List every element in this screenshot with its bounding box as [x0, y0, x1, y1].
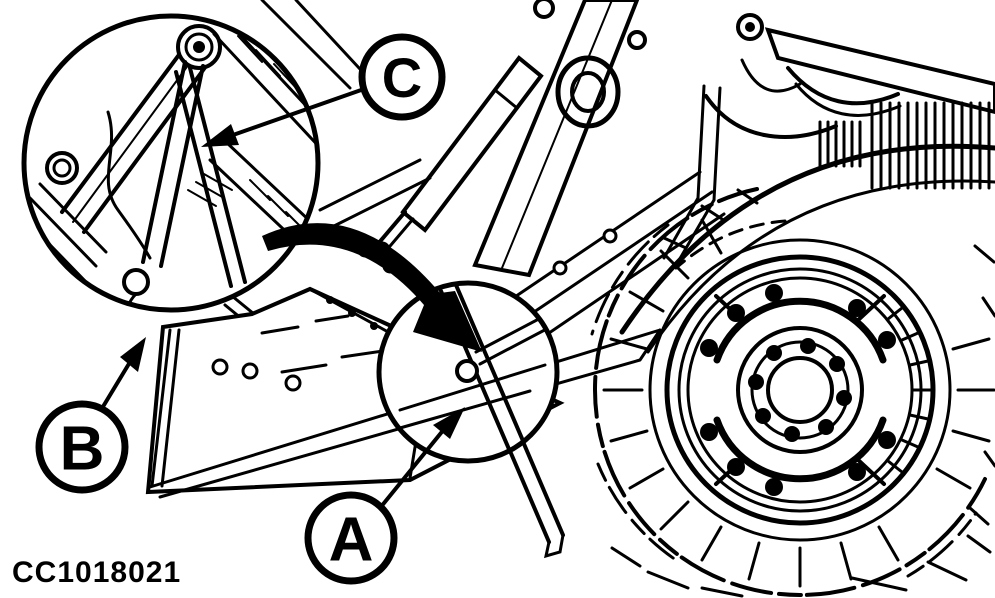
callout-a-arrowhead: [433, 407, 465, 439]
frame-hole: [627, 30, 647, 50]
callout-b: B: [35, 337, 146, 494]
grab-handle-ring: [555, 55, 621, 129]
callout-c-arrowhead: [201, 124, 239, 147]
callout-c: C: [201, 33, 446, 147]
callout-c-label: C: [382, 46, 422, 109]
callout-b-label: B: [60, 414, 105, 483]
detail-view-large: [21, 13, 321, 313]
upper-link-bar: [764, 27, 995, 115]
rim-bolts: [700, 284, 896, 496]
detail-view-small: [376, 280, 565, 559]
figure-code-caption: CC1018021: [12, 556, 182, 589]
callout-a-leader: [378, 426, 447, 510]
magnify-arrow: [262, 223, 482, 352]
pivot-bolt: [736, 13, 764, 41]
callout-a: A: [304, 407, 465, 585]
callout-c-leader: [231, 87, 366, 137]
hydraulic-hoses: [704, 58, 902, 139]
pivot-pin: [455, 359, 479, 383]
link-rod-fork: [508, 442, 565, 559]
machine-body: [223, 0, 995, 386]
callout-b-arrowhead: [120, 337, 146, 372]
grille-hatching: [818, 101, 991, 190]
hub-lug-bolts: [748, 338, 852, 442]
callout-a-label: A: [329, 505, 374, 574]
hydraulic-cylinder: [373, 55, 544, 259]
callout-b-leader: [99, 360, 132, 412]
rear-wheel: [590, 187, 995, 598]
